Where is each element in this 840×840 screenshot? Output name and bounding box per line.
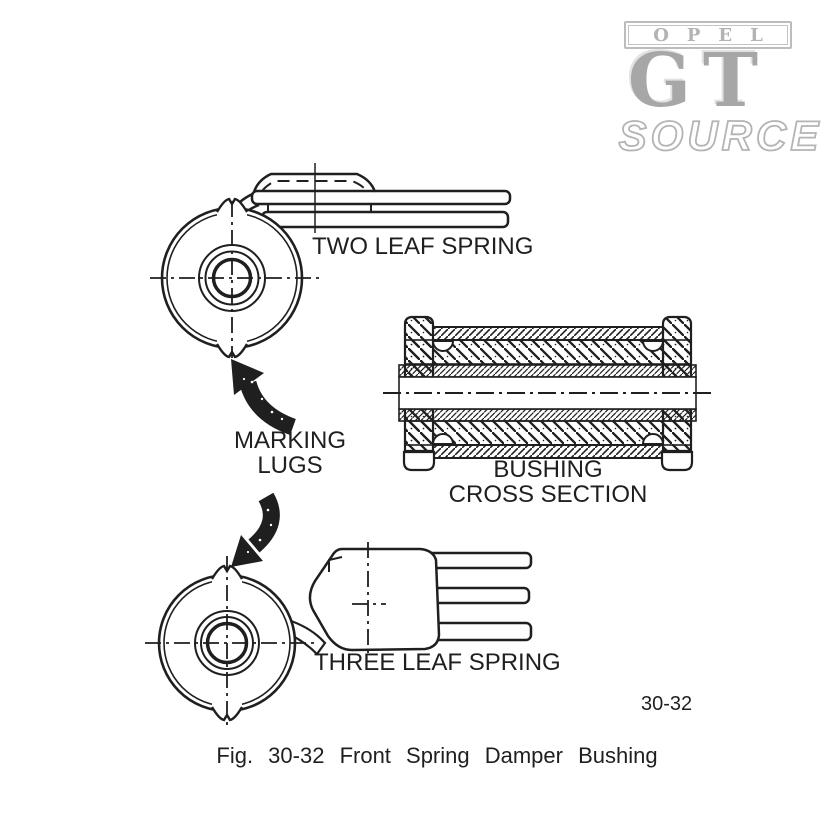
opel-logo-inner-border: OPEL [628,24,788,46]
opel-logo-box: OPEL [624,21,792,49]
three-leaf-clamp [308,547,441,652]
bushing-label-line1: BUSHING [493,456,603,483]
gt-logo-text: GT [627,38,771,124]
two-leaf-spring-drawing [150,163,512,359]
two-leaf-lower-leaf [260,210,510,229]
marking-lug-arrow-up [231,359,297,436]
three-leaf-leaf-3 [423,621,533,642]
bushing-label-line2: CROSS SECTION [448,481,648,508]
inner-sleeve-bottom [398,408,697,422]
two-leaf-bushing-end-view [150,197,322,359]
right-flange-foot [660,450,694,472]
bushing-cross-section-drawing [383,315,712,472]
three-leaf-leaf-2 [423,586,531,605]
opel-logo-text: OPEL [653,24,781,46]
marking-lugs-label-line1: MARKING [233,427,347,454]
marking-lugs-label-line2: LUGS [257,452,323,479]
bushing-cross-section-label: BUSHING CROSS SECTION [449,457,648,507]
page-number: 30-32 [641,693,693,715]
marking-lugs-label: MARKING LUGS [234,428,346,478]
marking-lug-arrow-down [231,492,280,567]
three-leaf-bushing-end-view [145,556,318,730]
two-leaf-upper-leaf [250,189,512,206]
three-leaf-spring-drawing [145,542,533,730]
three-leaf-spring-label: THREE LEAF SPRING [314,649,561,676]
two-leaf-clamp [252,172,377,193]
inner-sleeve-top [398,364,697,378]
source-logo-text: SOURCE [618,112,823,159]
two-leaf-spring-label: TWO LEAF SPRING [312,233,534,260]
figure-caption: Fig. 30-32 Front Spring Damper Bushing [216,743,658,768]
left-flange-foot [402,450,436,472]
outer-sleeve-top [432,326,664,341]
